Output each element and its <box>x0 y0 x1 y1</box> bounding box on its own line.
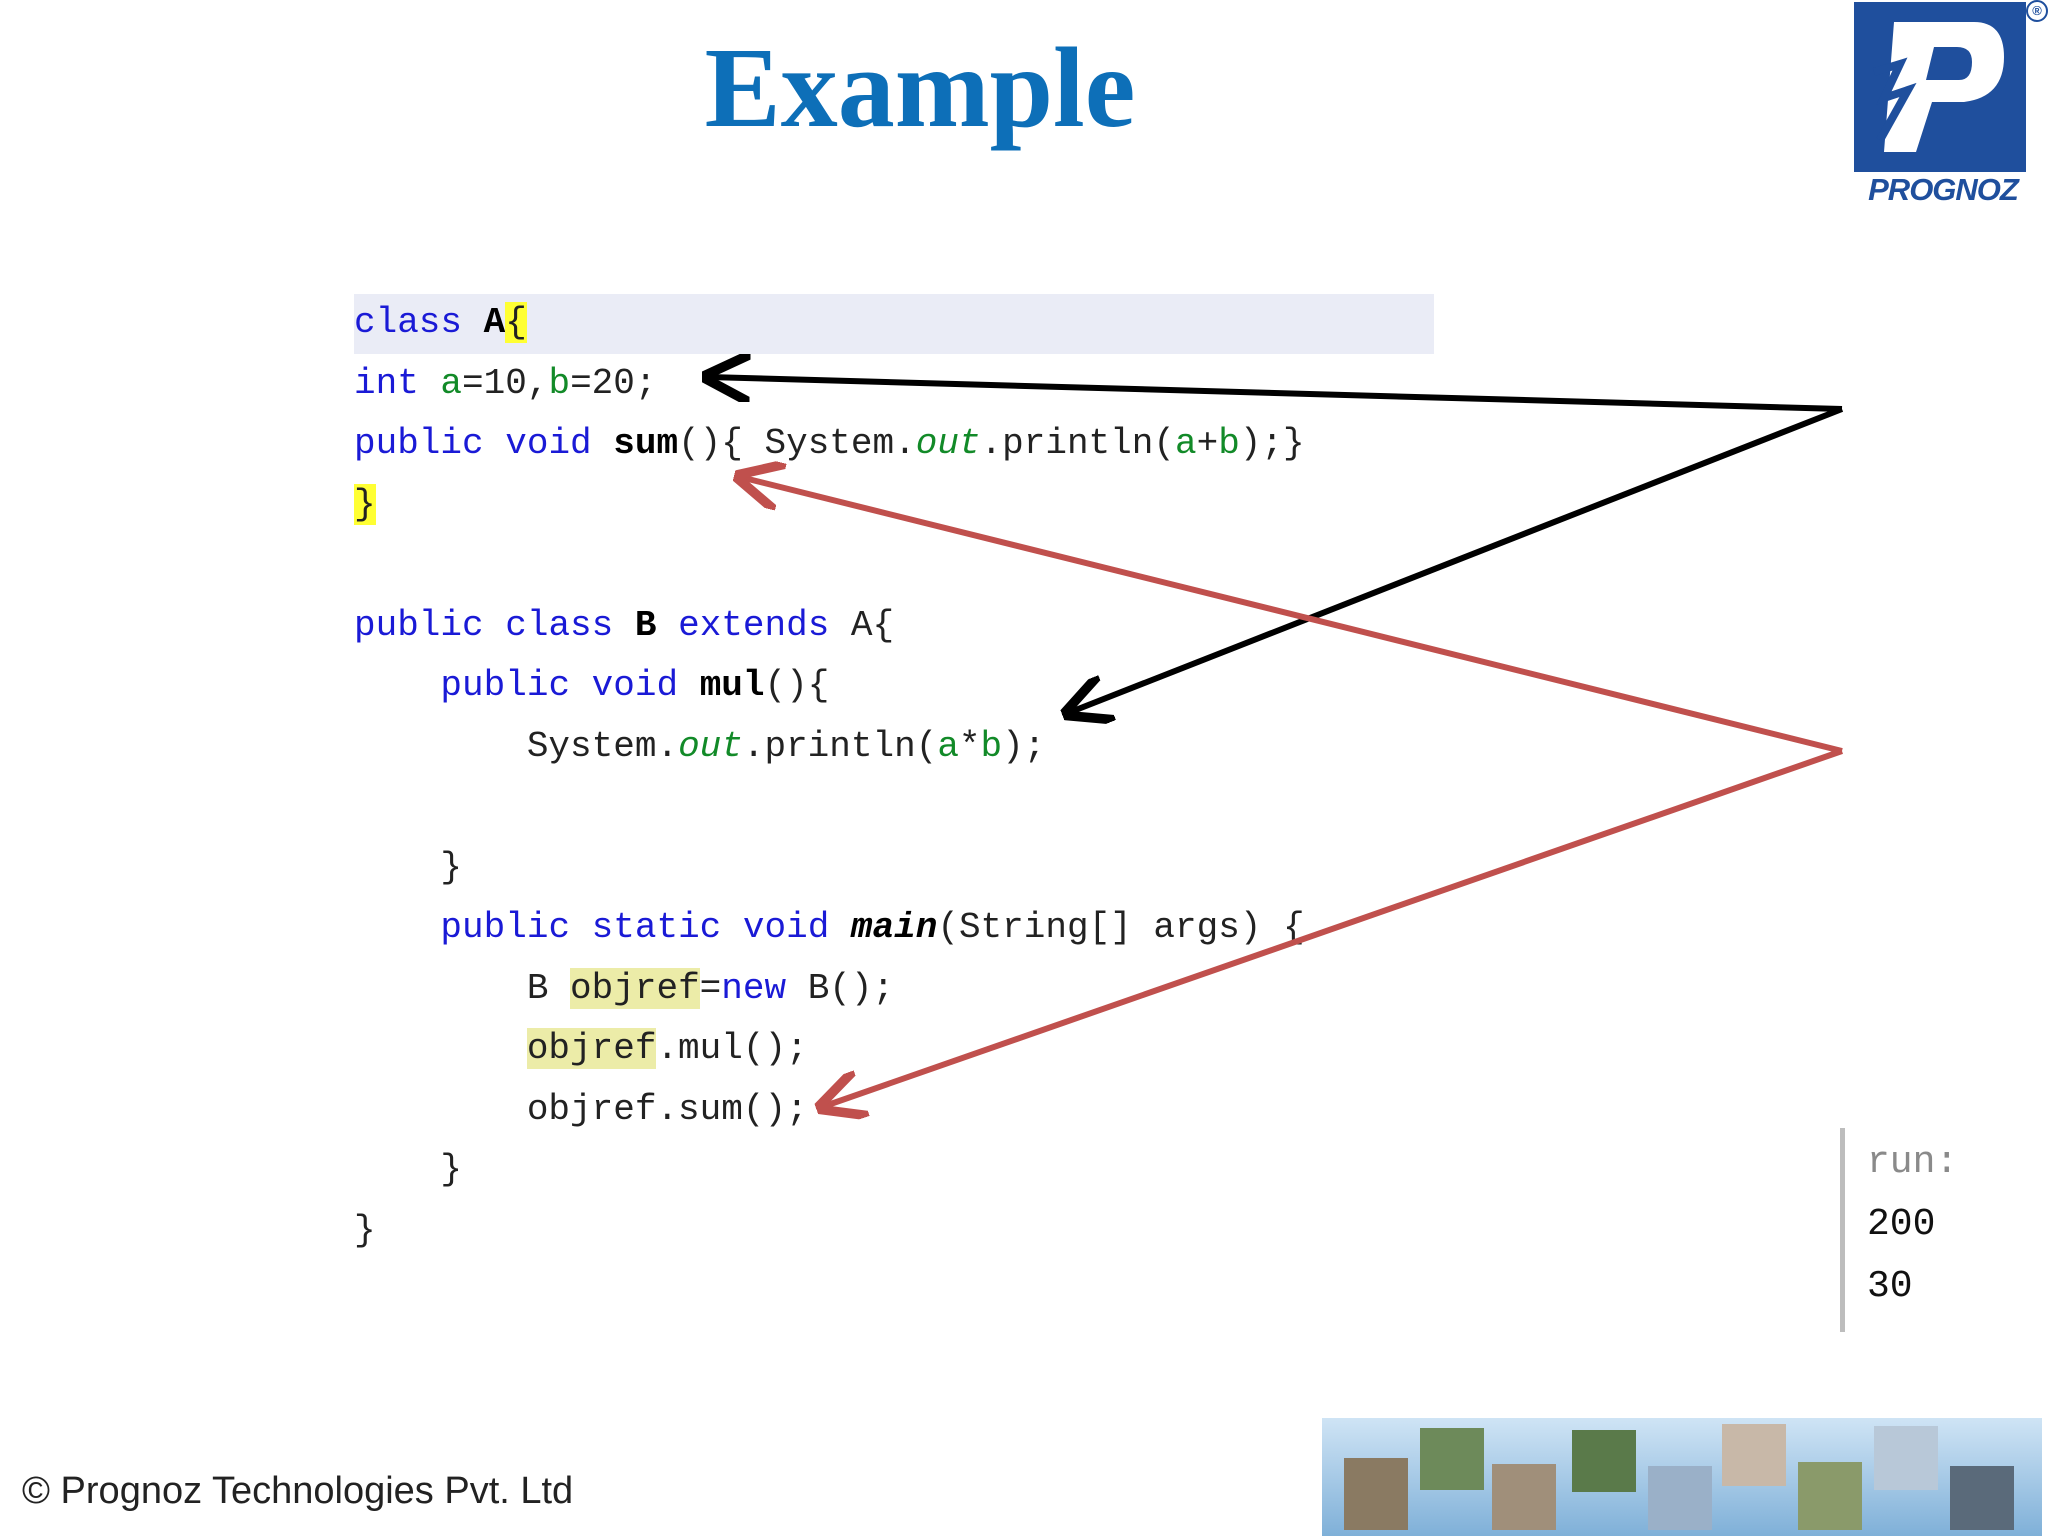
current-line-highlight <box>354 294 1434 354</box>
arrow-to-mul <box>1068 406 1844 713</box>
arrow-to-fields <box>708 377 1843 412</box>
prognoz-logo: ® PROGNOZ <box>1848 0 2048 215</box>
code-line: } <box>354 483 376 525</box>
code-line: } <box>354 846 463 888</box>
slide-title: Example <box>704 24 1136 151</box>
output-header: run: <box>1867 1141 1959 1184</box>
logo-name: PROGNOZ <box>1868 172 2019 207</box>
code-line: public class B extends A{ <box>354 604 895 646</box>
registered-mark: ® <box>2026 0 2048 22</box>
output-line: 30 <box>1867 1265 1913 1308</box>
code-line: } <box>354 1149 463 1190</box>
arrow-to-sum-call <box>822 748 1843 1107</box>
code-line: B objref=new B(); <box>354 967 895 1009</box>
code-line: System.out.println(a*b); <box>354 725 1046 767</box>
code-line: } <box>354 1209 376 1251</box>
code-line: objref.sum(); <box>354 1088 808 1130</box>
logo-p-icon <box>1854 2 2026 172</box>
code-line: objref.mul(); <box>526 1028 808 1069</box>
red-arrows <box>740 477 1843 1107</box>
black-arrows <box>708 377 1844 713</box>
code-line: class A{ <box>354 302 527 343</box>
photo-strip-banner <box>1322 1418 2042 1536</box>
output-line: 200 <box>1867 1203 1936 1246</box>
photo-thumbnails <box>1344 1424 2014 1530</box>
code-line: int a=10,b=20; <box>354 362 657 404</box>
arrow-to-sum-definition <box>740 477 1843 754</box>
output-console: run: 200 30 <box>1840 1128 2045 1332</box>
code-line: public void mul(){ <box>440 665 830 706</box>
footer-copyright: © Prognoz Technologies Pvt. Ltd <box>22 1470 574 1512</box>
code-line: public void sum(){ System.out.println(a+… <box>354 423 1305 464</box>
